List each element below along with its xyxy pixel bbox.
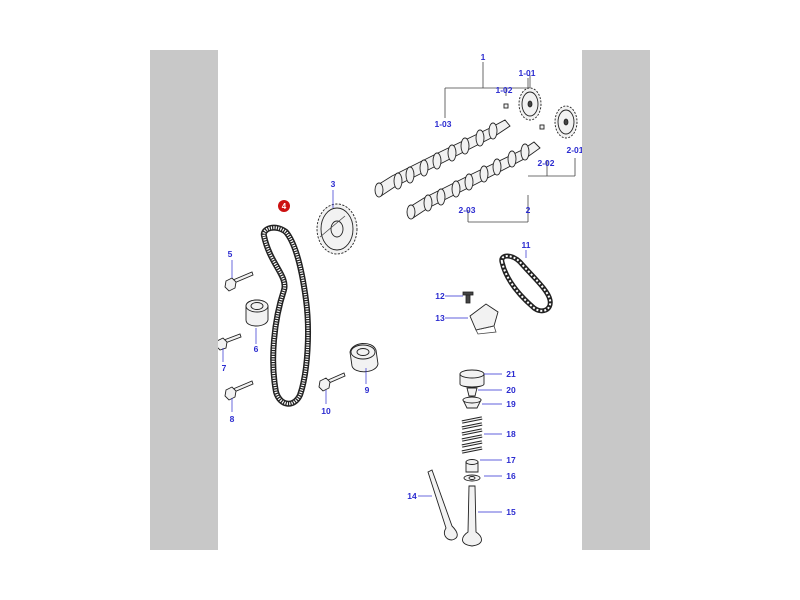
exhaust-valve [462, 485, 482, 547]
label-1-03: 1-03 [434, 119, 451, 129]
group-2-brackets [467, 158, 576, 223]
label-14: 14 [407, 491, 417, 501]
intake-valve [427, 469, 458, 541]
bolt-8 [224, 380, 254, 401]
label-10: 10 [321, 406, 331, 416]
dowel-pin-1 [503, 103, 509, 109]
parts-diagram: 4 1 1-01 1-02 1-03 2 2-01 2-02 2-03 3 5 … [215, 50, 584, 550]
valve-spring [461, 416, 483, 454]
camshaft-upper [374, 119, 511, 198]
tensioner-pulley [349, 343, 379, 373]
screw-12 [462, 291, 474, 304]
label-19: 19 [506, 399, 516, 409]
valve-tappet [459, 369, 485, 388]
valve-stem-seal [465, 459, 479, 473]
cam-sprocket-1 [518, 87, 542, 121]
spring-retainer [462, 396, 482, 409]
label-16: 16 [506, 471, 516, 481]
timing-chain [499, 253, 553, 314]
right-side-panel [582, 50, 650, 550]
label-11: 11 [522, 240, 531, 250]
label-6: 6 [254, 344, 259, 354]
exploded-view-svg: 4 1 1-01 1-02 1-03 2 2-01 2-02 2-03 3 5 … [215, 52, 584, 547]
label-1-01: 1-01 [518, 68, 535, 78]
bolt-10 [318, 372, 346, 392]
label-2-02: 2-02 [537, 158, 554, 168]
label-3: 3 [331, 179, 336, 189]
chain-guide-plate [469, 303, 499, 335]
leader-lines [222, 190, 527, 513]
label-7: 7 [222, 363, 227, 373]
timing-belt [260, 224, 311, 407]
idler-pulley [245, 299, 269, 327]
camshaft-lower [406, 141, 541, 220]
dowel-pin-2 [539, 124, 545, 130]
label-21: 21 [506, 369, 516, 379]
bolt-7 [215, 333, 242, 351]
label-5: 5 [228, 249, 233, 259]
label-2-01: 2-01 [566, 145, 582, 155]
left-side-panel [150, 50, 218, 550]
bolt-5 [224, 271, 254, 292]
label-4[interactable]: 4 [282, 202, 287, 211]
label-2: 2 [526, 205, 531, 215]
cam-pulley [316, 203, 358, 255]
label-18: 18 [506, 429, 516, 439]
label-20: 20 [506, 385, 516, 395]
valve-cotter [466, 387, 478, 397]
label-12: 12 [435, 291, 445, 301]
label-8: 8 [230, 414, 235, 424]
label-9: 9 [365, 385, 370, 395]
group-1-brackets [444, 62, 531, 118]
label-1-02: 1-02 [495, 85, 512, 95]
cam-sprocket-2 [554, 105, 578, 139]
label-2-03: 2-03 [458, 205, 475, 215]
label-13: 13 [435, 313, 445, 323]
highlight-marker[interactable] [278, 200, 290, 212]
spring-seat [463, 474, 481, 482]
label-17: 17 [506, 455, 516, 465]
label-1: 1 [481, 52, 486, 62]
label-15: 15 [506, 507, 516, 517]
